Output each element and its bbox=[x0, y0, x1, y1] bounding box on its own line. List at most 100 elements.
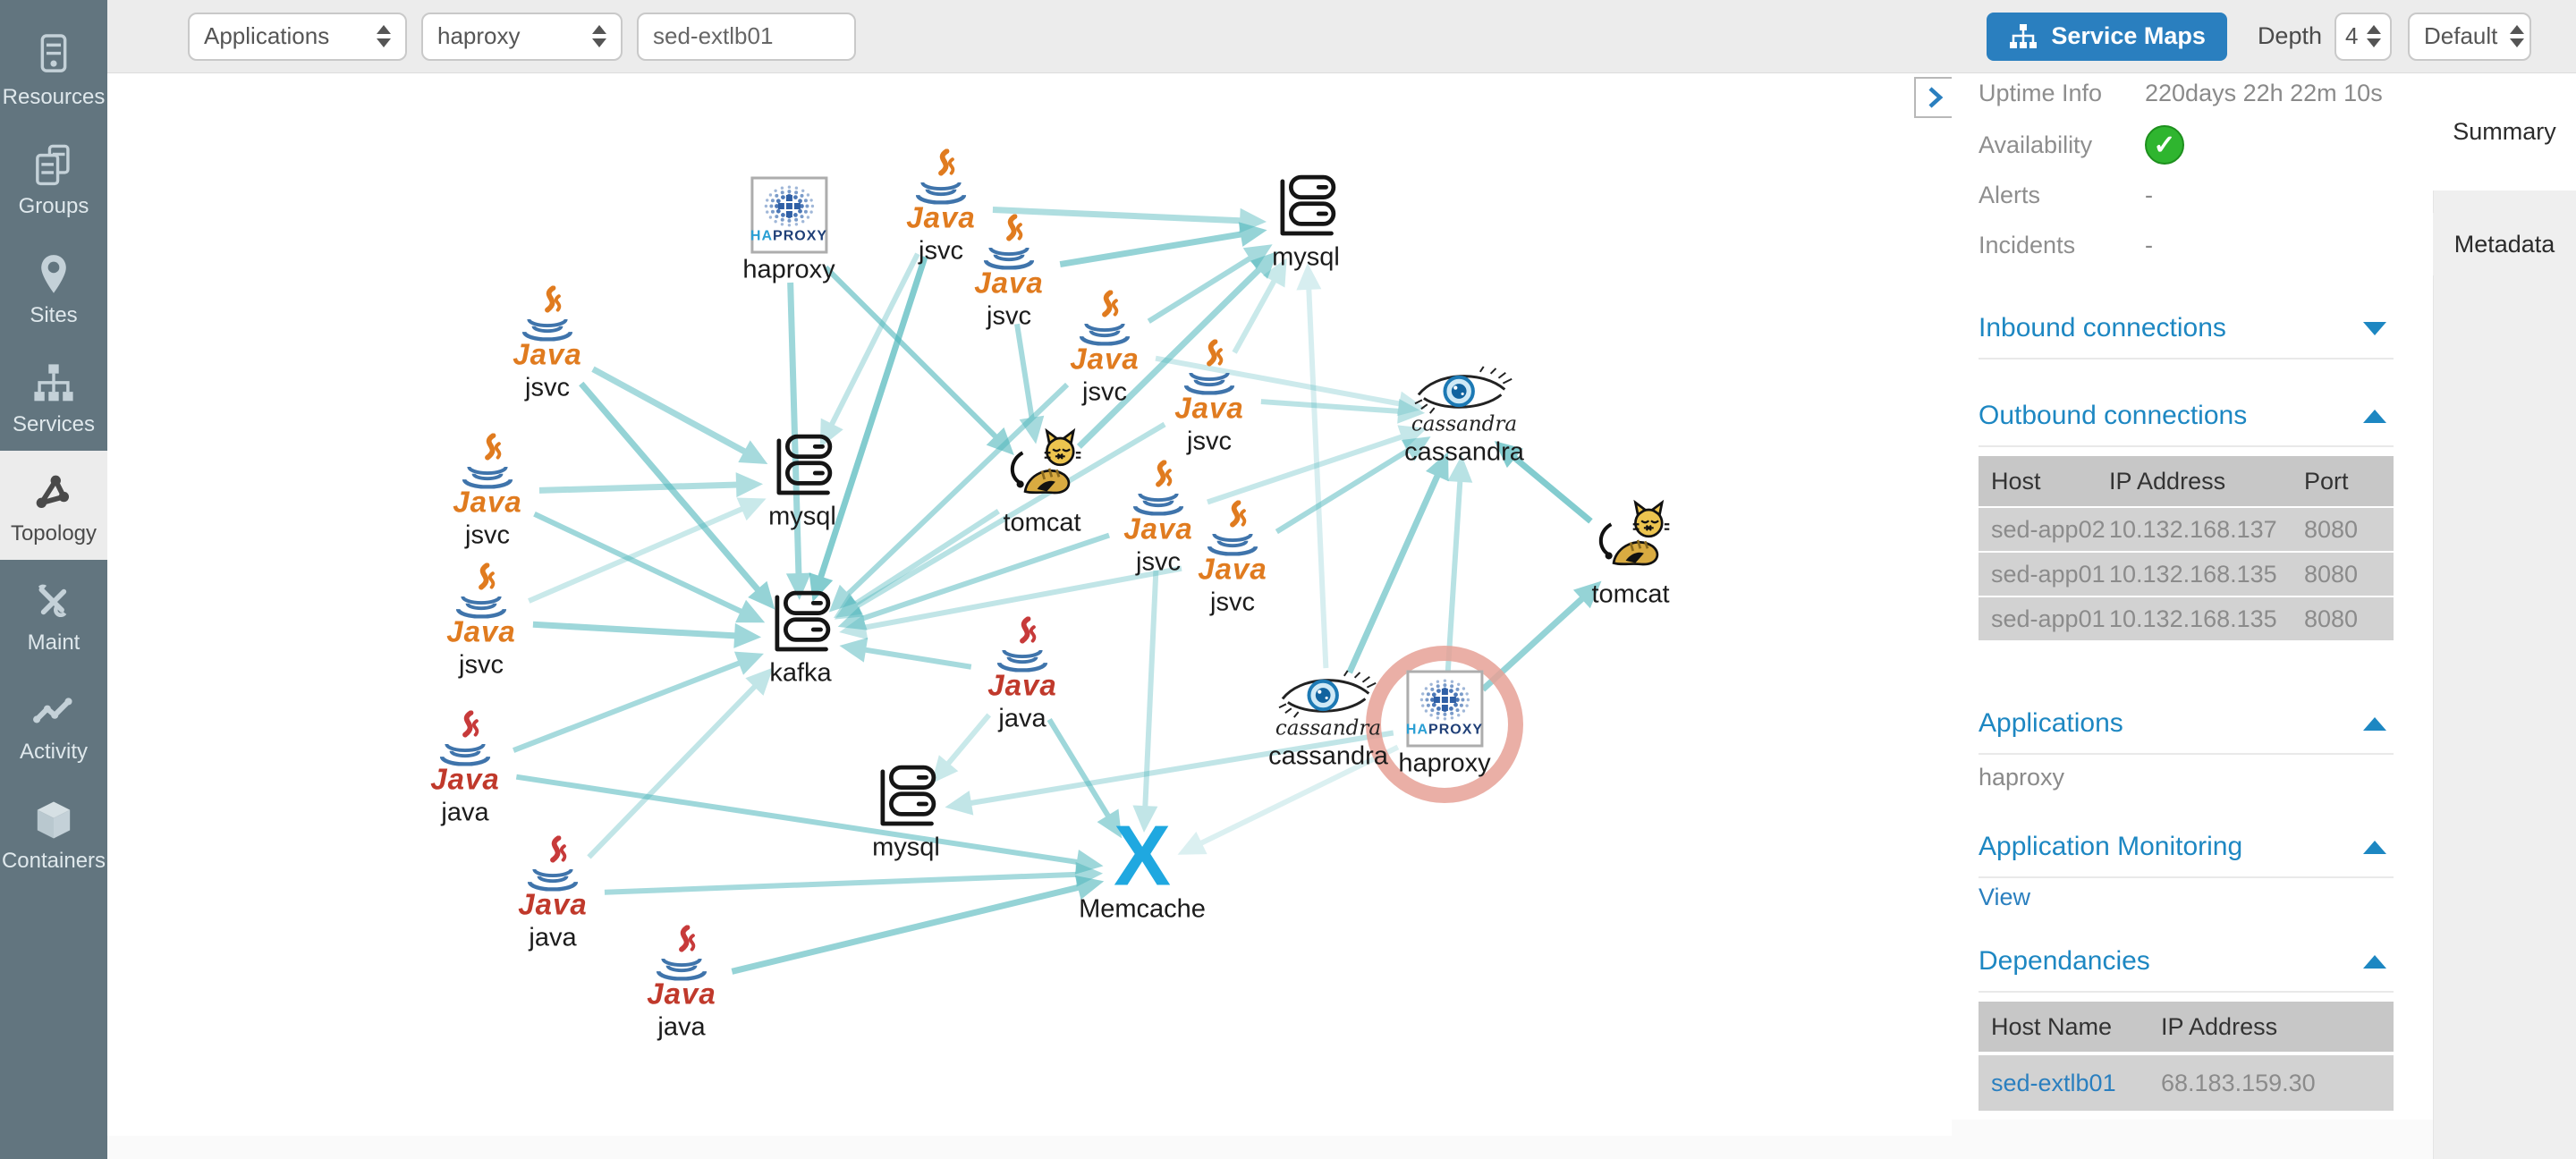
application-select[interactable]: haproxy bbox=[421, 12, 623, 61]
tools-icon bbox=[31, 573, 76, 625]
node-mysql_mid[interactable]: mysql bbox=[768, 434, 836, 532]
share-icon bbox=[31, 464, 76, 516]
detail-row-incidents: Incidents - bbox=[1979, 231, 2153, 258]
host-search-input[interactable] bbox=[637, 12, 856, 61]
node-hap_top[interactable]: HAPROXY haproxy bbox=[742, 176, 835, 285]
node-tomcat_mid[interactable]: tomcat bbox=[1001, 427, 1083, 538]
sitemap-icon bbox=[2010, 23, 2038, 48]
select-arrows-icon bbox=[377, 25, 391, 47]
sidebar-item-activity[interactable]: Activity bbox=[0, 669, 107, 778]
node-label: jsvc bbox=[525, 373, 570, 402]
haproxy-icon: HAPROXY bbox=[750, 176, 827, 254]
java-icon bbox=[1132, 460, 1184, 516]
chevron-up-icon bbox=[2363, 409, 2386, 423]
section-dependancies[interactable]: Dependancies bbox=[1979, 946, 2394, 993]
column-header: Port bbox=[2304, 467, 2349, 495]
detail-row-uptime: Uptime Info 220days 22h 22m 10s bbox=[1979, 79, 2383, 106]
node-label: mysql bbox=[872, 833, 940, 862]
panel-expand-button[interactable] bbox=[1914, 77, 1955, 118]
node-label: java bbox=[657, 1012, 706, 1042]
table-row: sed-extlb01 68.183.159.30 bbox=[1979, 1055, 2394, 1111]
node-hap_sel[interactable]: HAPROXY haproxy bbox=[1398, 670, 1491, 779]
node-label: jsvc bbox=[987, 301, 1031, 331]
section-applications[interactable]: Applications bbox=[1979, 708, 2394, 755]
sidebar-item-services[interactable]: Services bbox=[0, 342, 107, 451]
sidebar-item-sites[interactable]: Sites bbox=[0, 233, 107, 342]
section-inbound-connections[interactable]: Inbound connections bbox=[1979, 313, 2394, 360]
node-mysql_bot[interactable]: mysql bbox=[872, 765, 940, 863]
detail-row-alerts: Alerts - bbox=[1979, 181, 2153, 208]
database-icon bbox=[776, 434, 833, 495]
java-icon bbox=[1183, 339, 1235, 395]
sidebar-item-resources[interactable]: Resources bbox=[0, 14, 107, 123]
node-label: jsvc bbox=[1210, 588, 1255, 617]
section-outbound-connections[interactable]: Outbound connections bbox=[1979, 401, 2394, 447]
column-header: Host Name bbox=[1991, 1012, 2113, 1040]
select-arrows-icon bbox=[2510, 25, 2525, 47]
node-tomcat_r[interactable]: tomcat bbox=[1589, 499, 1672, 610]
java-icon bbox=[1207, 500, 1258, 556]
java-icon bbox=[521, 285, 573, 342]
tab-summary[interactable]: Summary bbox=[2433, 73, 2576, 190]
topology-edges bbox=[513, 207, 1602, 975]
node-label: jsvc bbox=[465, 520, 510, 550]
section-application-monitoring[interactable]: Application Monitoring bbox=[1979, 832, 2394, 878]
entity-type-select[interactable]: Applications bbox=[188, 12, 407, 61]
database-icon bbox=[1280, 174, 1336, 236]
table-cell: 10.132.168.135 bbox=[2109, 605, 2277, 632]
table-cell: 68.183.159.30 bbox=[2161, 1069, 2316, 1096]
chevron-up-icon bbox=[2363, 840, 2386, 854]
applications-value: haproxy bbox=[1979, 764, 2065, 791]
java-icon bbox=[983, 214, 1035, 270]
node-label: java bbox=[529, 923, 577, 952]
node-label: haproxy bbox=[742, 255, 835, 284]
column-header: IP Address bbox=[2109, 467, 2226, 495]
sidebar-item-topology[interactable]: Topology bbox=[0, 451, 107, 560]
sidebar-item-containers[interactable]: Containers bbox=[0, 778, 107, 887]
java-icon bbox=[1079, 290, 1131, 346]
service-maps-button[interactable]: Service Maps bbox=[1987, 12, 2227, 61]
servers-icon bbox=[31, 137, 76, 189]
chevron-right-icon bbox=[1928, 87, 1944, 108]
node-mysql_top[interactable]: mysql bbox=[1272, 174, 1340, 273]
table-cell: sed-app02 bbox=[1991, 515, 2106, 543]
node-label: mysql bbox=[1272, 242, 1340, 272]
sidebar-item-maint[interactable]: Maint bbox=[0, 560, 107, 669]
table-cell: 10.132.168.137 bbox=[2109, 515, 2277, 543]
tab-metadata[interactable]: Metadata bbox=[2433, 213, 2576, 275]
node-kafka[interactable]: kafka bbox=[767, 590, 835, 689]
java-icon bbox=[996, 616, 1048, 673]
tomcat-icon bbox=[1598, 499, 1670, 566]
view-link[interactable]: View bbox=[1979, 884, 2031, 910]
table-cell: 8080 bbox=[2304, 605, 2359, 632]
host-link[interactable]: sed-extlb01 bbox=[1991, 1069, 2116, 1096]
table-cell: 8080 bbox=[2304, 515, 2359, 543]
depth-select[interactable]: 4 bbox=[2334, 12, 2392, 61]
detail-row-availability: Availability ✓ bbox=[1979, 125, 2394, 165]
sidebar-item-groups[interactable]: Groups bbox=[0, 123, 107, 233]
java-icon bbox=[462, 433, 513, 489]
layout-select[interactable]: Default bbox=[2408, 12, 2531, 61]
